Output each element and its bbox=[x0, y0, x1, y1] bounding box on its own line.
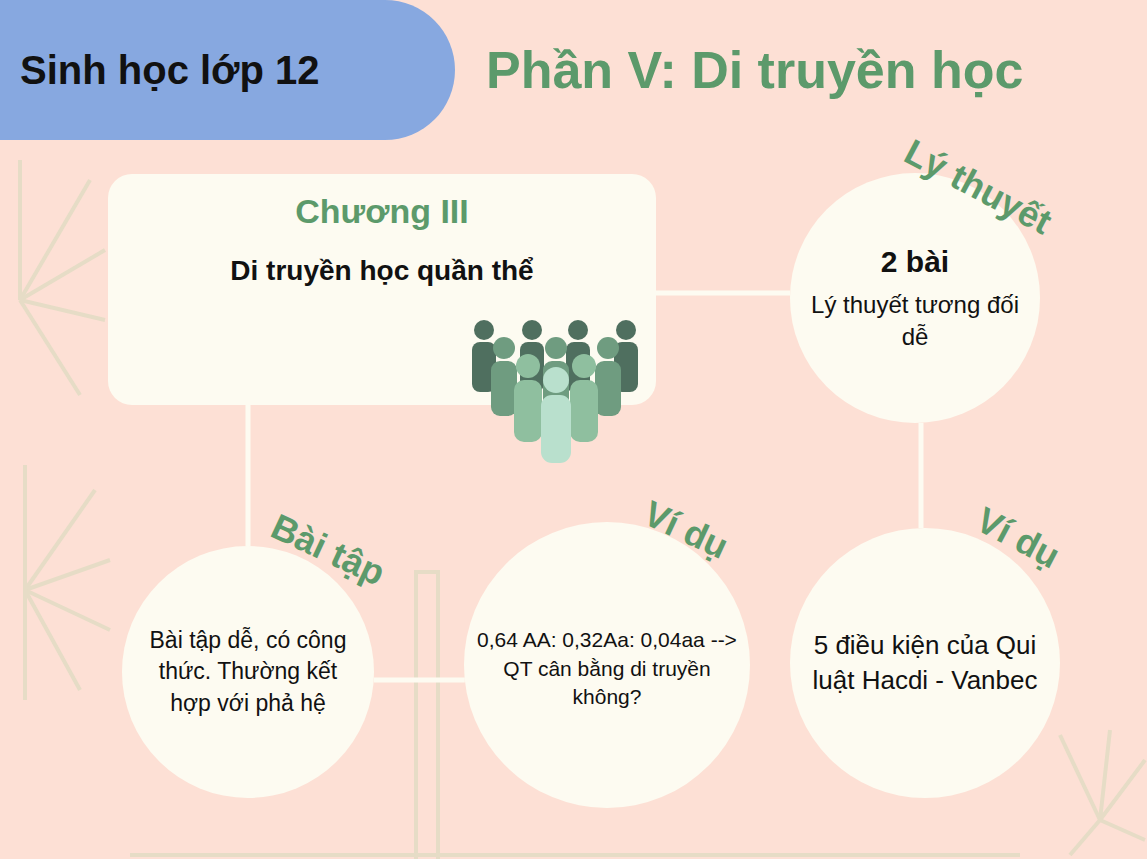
connector-line bbox=[919, 423, 924, 528]
connector-line bbox=[246, 405, 251, 546]
lesson-count: 2 bài bbox=[881, 242, 949, 283]
circle-heading: Lý thuyết bbox=[897, 131, 1058, 243]
chapter-number: Chương III bbox=[295, 192, 468, 231]
circle-heading: Bài tập bbox=[265, 506, 392, 595]
example-circle: Ví dụ0,64 AA: 0,32Aa: 0,04aa --> QT cân … bbox=[464, 522, 750, 808]
page-title: Phần V: Di truyền học bbox=[486, 40, 1023, 100]
grade-label: Sinh học lớp 12 bbox=[0, 48, 320, 93]
connector-line bbox=[374, 678, 465, 683]
grade-tab: Sinh học lớp 12 bbox=[0, 0, 455, 140]
circle-heading: Ví dụ bbox=[969, 499, 1066, 577]
circle-note: 5 điều kiện của Qui luật Hacdi - Vanbec bbox=[807, 628, 1043, 698]
theory-circle: Lý thuyết2 bàiLý thuyết tương đối dễ bbox=[790, 173, 1040, 423]
circle-note: 0,64 AA: 0,32Aa: 0,04aa --> QT cân bằng … bbox=[471, 626, 743, 711]
example-circle: Ví dụ5 điều kiện của Qui luật Hacdi - Va… bbox=[790, 528, 1060, 798]
circle-note: Bài tập dễ, có công thức. Thường kết hợp… bbox=[146, 625, 351, 718]
circle-heading: Ví dụ bbox=[637, 492, 735, 567]
circle-note: Lý thuyết tương đối dễ bbox=[810, 289, 1020, 354]
chapter-title: Di truyền học quần thể bbox=[230, 255, 533, 287]
connector-line bbox=[656, 291, 790, 296]
exercise-circle: Bài tậpBài tập dễ, có công thức. Thường … bbox=[122, 546, 374, 798]
